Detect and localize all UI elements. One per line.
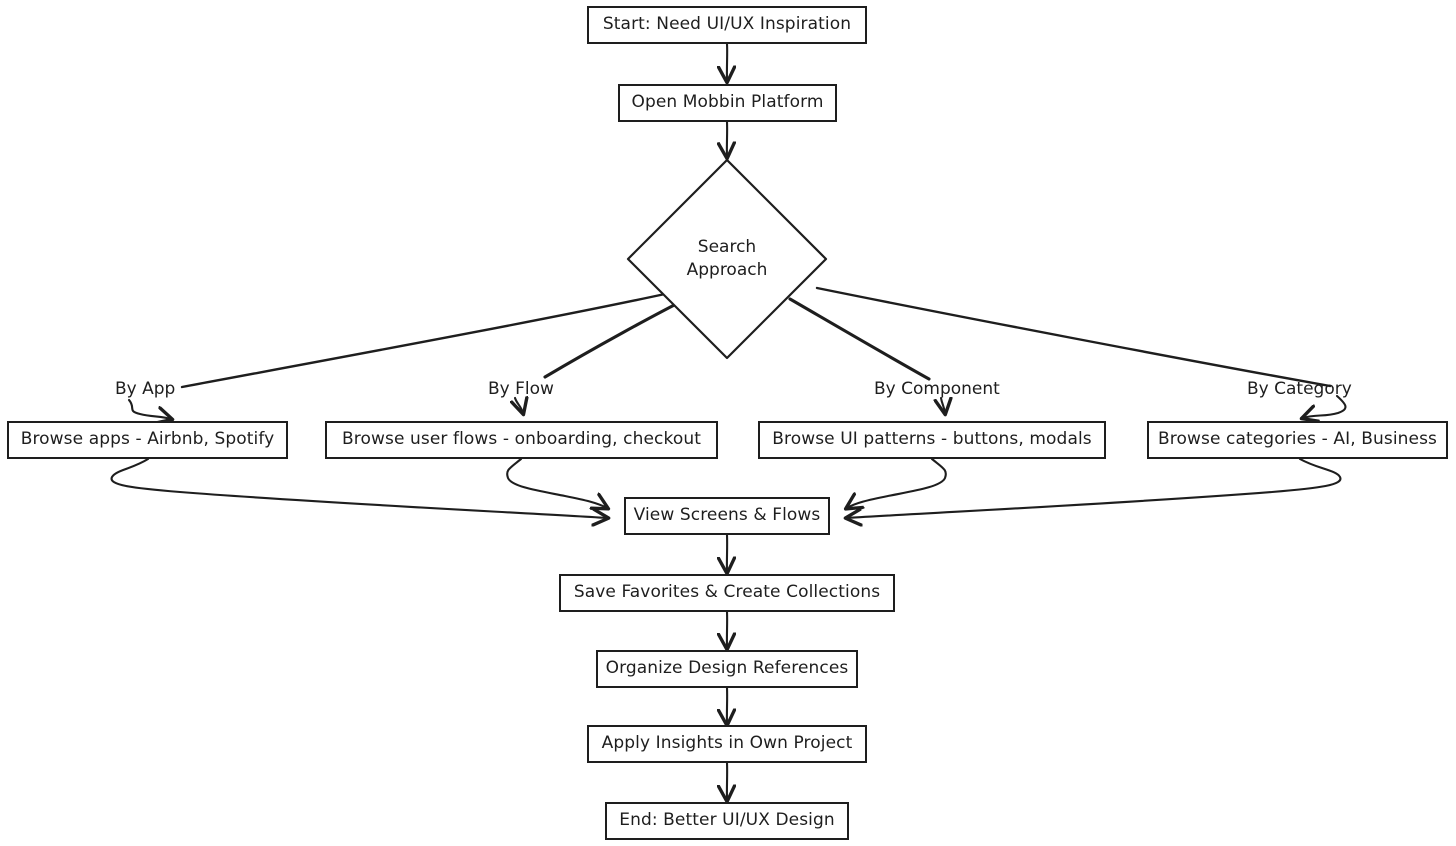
node-open-platform[interactable]: Open Mobbin Platform <box>618 84 837 122</box>
edge-flows-to-view <box>506 457 607 508</box>
edge-decision-to-by-category <box>815 286 1332 388</box>
node-browse-apps-label: Browse apps - Airbnb, Spotify <box>20 429 275 450</box>
edge-categories-to-view <box>847 457 1342 518</box>
edge-label-by-component: By Component <box>874 379 1000 399</box>
edge-label-by-category: By Category <box>1247 379 1352 399</box>
node-browse-patterns[interactable]: Browse UI patterns - buttons, modals <box>758 421 1106 459</box>
node-apply-insights[interactable]: Apply Insights in Own Project <box>587 725 867 763</box>
node-browse-flows-label: Browse user flows - onboarding, checkout <box>342 429 701 450</box>
node-view-screens[interactable]: View Screens & Flows <box>624 497 830 535</box>
edge-decision-to-by-app <box>180 292 667 389</box>
edge-by-category-arrow <box>1303 394 1347 418</box>
node-start[interactable]: Start: Need UI/UX Inspiration <box>587 6 867 44</box>
edge-label-by-app-text: By App <box>115 379 176 399</box>
node-save-favorites[interactable]: Save Favorites & Create Collections <box>559 574 895 612</box>
node-browse-categories[interactable]: Browse categories - AI, Business <box>1147 421 1448 459</box>
node-end[interactable]: End: Better UI/UX Design <box>605 802 849 840</box>
node-view-screens-label: View Screens & Flows <box>633 505 821 526</box>
node-organize-references-label: Organize Design References <box>605 658 849 679</box>
node-browse-flows[interactable]: Browse user flows - onboarding, checkout <box>325 421 718 459</box>
node-browse-patterns-label: Browse UI patterns - buttons, modals <box>772 429 1092 450</box>
node-end-label: End: Better UI/UX Design <box>619 810 835 831</box>
edge-by-app-arrow <box>127 398 171 419</box>
edge-by-component-arrow <box>941 398 945 413</box>
node-decision-label-line1: Search <box>697 237 757 258</box>
edge-by-flow-arrow <box>515 398 523 413</box>
node-browse-categories-label: Browse categories - AI, Business <box>1158 429 1437 450</box>
node-organize-references[interactable]: Organize Design References <box>596 650 858 688</box>
node-browse-apps[interactable]: Browse apps - Airbnb, Spotify <box>7 421 288 459</box>
node-decision-label-line2: Approach <box>686 260 768 280</box>
edge-label-by-flow-text: By Flow <box>488 379 554 399</box>
node-decision-search-approach[interactable]: Search Approach <box>628 160 826 358</box>
node-open-platform-label: Open Mobbin Platform <box>631 92 824 113</box>
edge-label-by-flow: By Flow <box>488 379 554 399</box>
edge-patterns-to-view <box>847 457 947 508</box>
node-save-favorites-label: Save Favorites & Create Collections <box>573 582 881 603</box>
edge-label-by-category-text: By Category <box>1247 379 1352 399</box>
edge-apps-to-view <box>110 457 607 518</box>
node-start-label: Start: Need UI/UX Inspiration <box>602 14 852 35</box>
node-apply-insights-label: Apply Insights in Own Project <box>601 733 853 754</box>
edge-label-by-component-text: By Component <box>874 379 1000 399</box>
node-decision-label: Search Approach <box>628 160 826 358</box>
edge-label-by-app: By App <box>115 379 175 399</box>
